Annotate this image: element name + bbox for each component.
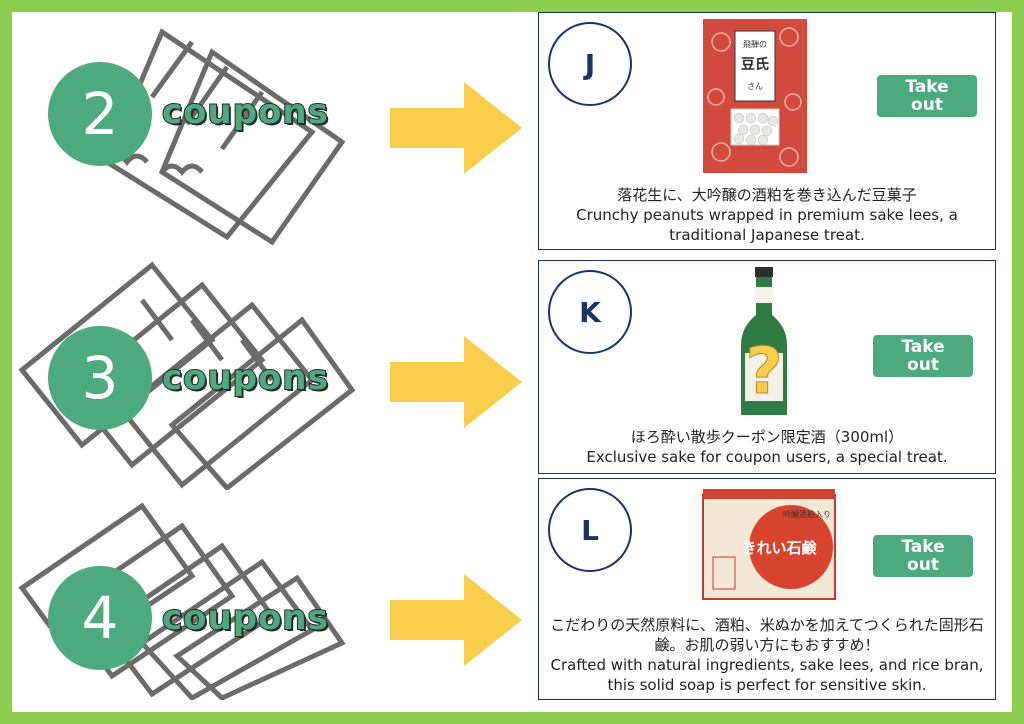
- coupon-count-circle: 4: [48, 566, 152, 670]
- coupon-count: 2: [81, 80, 119, 148]
- soap-brand-small: 吟醸酒粕入り: [783, 509, 831, 519]
- package-brand: 豆氏: [741, 57, 769, 73]
- description-english: Crafted with natural ingredients, sake l…: [550, 656, 984, 694]
- reward-card-j: J 飛騨の 豆氏 さん Take out 落花生に、大吟醸の酒: [538, 12, 996, 250]
- coupon-count: 3: [81, 344, 119, 412]
- reward-row-2: 2 coupons J 飛騨の 豆氏 さん T: [12, 12, 1012, 250]
- sake-bottle-image: ?: [741, 267, 787, 415]
- takeout-line-2: out: [907, 555, 939, 575]
- arrow-right-icon: [390, 82, 522, 174]
- soap-package-image: 吟醸酒粕入り きれい石鹸: [702, 489, 836, 600]
- package-brand-small: 飛騨の: [743, 40, 767, 49]
- takeout-line-2: out: [911, 95, 943, 115]
- coupons-label: coupons: [161, 91, 329, 133]
- reward-letter: K: [579, 295, 601, 329]
- reward-letter: L: [581, 513, 599, 547]
- reward-description: こだわりの天然原料に、酒粕、米ぬかを加えてつくられた固形石鹸。お肌の弱い方にもお…: [549, 615, 985, 695]
- description-english: Crunchy peanuts wrapped in premium sake …: [576, 206, 958, 244]
- coupons-label: coupons: [161, 597, 329, 639]
- reward-description: 落花生に、大吟醸の酒粕を巻き込んだ豆菓子 Crunchy peanuts wra…: [549, 185, 985, 245]
- coupon-count-circle: 3: [48, 326, 152, 430]
- takeout-badge: Take out: [873, 335, 973, 377]
- description-english: Exclusive sake for coupon users, a speci…: [586, 448, 948, 466]
- reward-letter-badge: L: [548, 488, 632, 572]
- coupon-count: 4: [81, 584, 119, 652]
- reward-card-l: L 吟醸酒粕入り きれい石鹸 Take out こだわりの天然原料に、酒粕、米ぬ…: [538, 478, 996, 700]
- reward-card-k: K ? Take out ほろ酔い散歩クーポン限定酒（300ml） Exclus…: [538, 260, 996, 474]
- takeout-line-1: Take: [905, 77, 949, 97]
- arrow-right-icon: [390, 574, 522, 666]
- takeout-line-1: Take: [901, 537, 945, 557]
- description-japanese: 落花生に、大吟醸の酒粕を巻き込んだ豆菓子: [617, 186, 917, 204]
- coupons-label: coupons: [161, 357, 329, 399]
- arrow-right-icon: [390, 336, 522, 428]
- takeout-badge: Take out: [877, 75, 977, 117]
- description-japanese: こだわりの天然原料に、酒粕、米ぬかを加えてつくられた固形石鹸。お肌の弱い方にもお…: [550, 616, 984, 654]
- mystery-mark: ?: [745, 335, 782, 409]
- reward-row-3: 3 coupons K ? Take out ほろ酔い散歩クーポン限定酒（300…: [12, 260, 1012, 490]
- description-japanese: ほろ酔い散歩クーポン限定酒（300ml）: [630, 428, 904, 446]
- reward-letter-badge: K: [548, 270, 632, 354]
- soap-brand: きれい石鹸: [741, 539, 817, 557]
- coupon-count-circle: 2: [48, 62, 152, 166]
- reward-row-4: 4 coupons L 吟醸酒粕入り きれい石鹸 Take out こだわりの天…: [12, 478, 1012, 700]
- takeout-line-1: Take: [901, 337, 945, 357]
- package-brand-tail: さん: [747, 82, 763, 91]
- coupon-tickets-icon: [18, 261, 356, 490]
- takeout-line-2: out: [907, 355, 939, 375]
- takeout-badge: Take out: [873, 535, 973, 577]
- bean-snack-package-image: 飛騨の 豆氏 さん: [703, 19, 807, 173]
- reward-letter: J: [584, 47, 596, 81]
- reward-description: ほろ酔い散歩クーポン限定酒（300ml） Exclusive sake for …: [549, 427, 985, 467]
- reward-letter-badge: J: [548, 22, 632, 106]
